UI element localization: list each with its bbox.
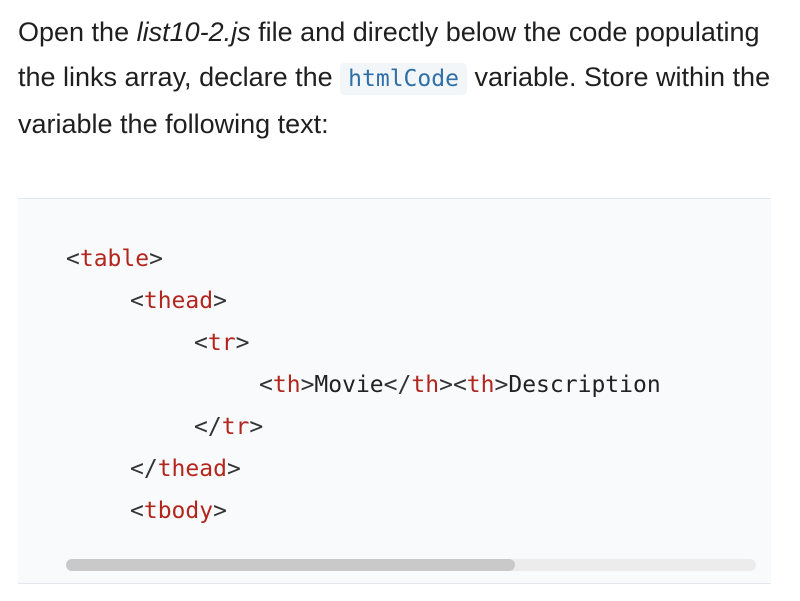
code-punct: < (259, 372, 273, 398)
code-viewport: <table> <thead> <tr> <th>Movie</th><th>D… (18, 199, 726, 559)
horizontal-scrollbar[interactable] (66, 559, 756, 571)
code-punct: > (213, 288, 227, 314)
code-line-tr-close: </tr> (194, 411, 263, 443)
code-tag: tbody (143, 498, 214, 524)
code-line-thead-open: <thead> (130, 285, 227, 317)
code-punct: </ (383, 372, 412, 398)
code-tag: thead (157, 456, 227, 482)
code-tag: th (466, 372, 495, 398)
inline-code-htmlcode: htmlCode (340, 63, 467, 95)
instruction-text: Open the list10-2.js file and directly b… (18, 10, 788, 147)
code-punct: > (149, 246, 163, 272)
code-block[interactable]: <table> <thead> <tr> <th>Movie</th><th>D… (18, 198, 771, 584)
scrollbar-thumb[interactable] (66, 559, 515, 571)
code-line-th-row: <th>Movie</th><th>Description (259, 369, 661, 401)
code-punct: > (249, 414, 264, 440)
code-punct: < (194, 330, 208, 356)
instruction-part-3: variable. Store within the variable the … (18, 62, 771, 139)
code-punct: </ (130, 456, 158, 482)
instruction-part-1: Open the (18, 17, 137, 47)
instruction-part-2: file and directly below the code populat… (18, 17, 760, 92)
code-punct: > (300, 372, 315, 398)
code-line-tbody-open: <tbody> (130, 495, 227, 527)
code-punct: > (494, 372, 509, 398)
code-line-table-open: <table> (66, 243, 163, 275)
code-punct: < (452, 372, 467, 398)
code-punct: > (439, 372, 453, 398)
code-punct: < (130, 288, 144, 314)
code-text: Movie (314, 372, 384, 398)
code-tag: th (411, 372, 440, 398)
filename: list10-2.js (136, 17, 251, 47)
code-line-thead-close: </thead> (130, 453, 241, 485)
code-punct: > (213, 498, 227, 524)
code-punct: > (226, 456, 241, 482)
code-text: Description (508, 372, 661, 398)
code-punct: < (66, 246, 80, 272)
code-tag: thead (143, 288, 214, 314)
code-punct: > (235, 330, 250, 356)
code-line-tr-open: <tr> (194, 327, 249, 359)
code-tag: tr (221, 414, 250, 440)
code-tag: th (272, 372, 301, 398)
code-tag: tr (207, 330, 236, 356)
code-tag: table (79, 246, 150, 272)
code-punct: </ (194, 414, 222, 440)
code-punct: < (130, 498, 144, 524)
